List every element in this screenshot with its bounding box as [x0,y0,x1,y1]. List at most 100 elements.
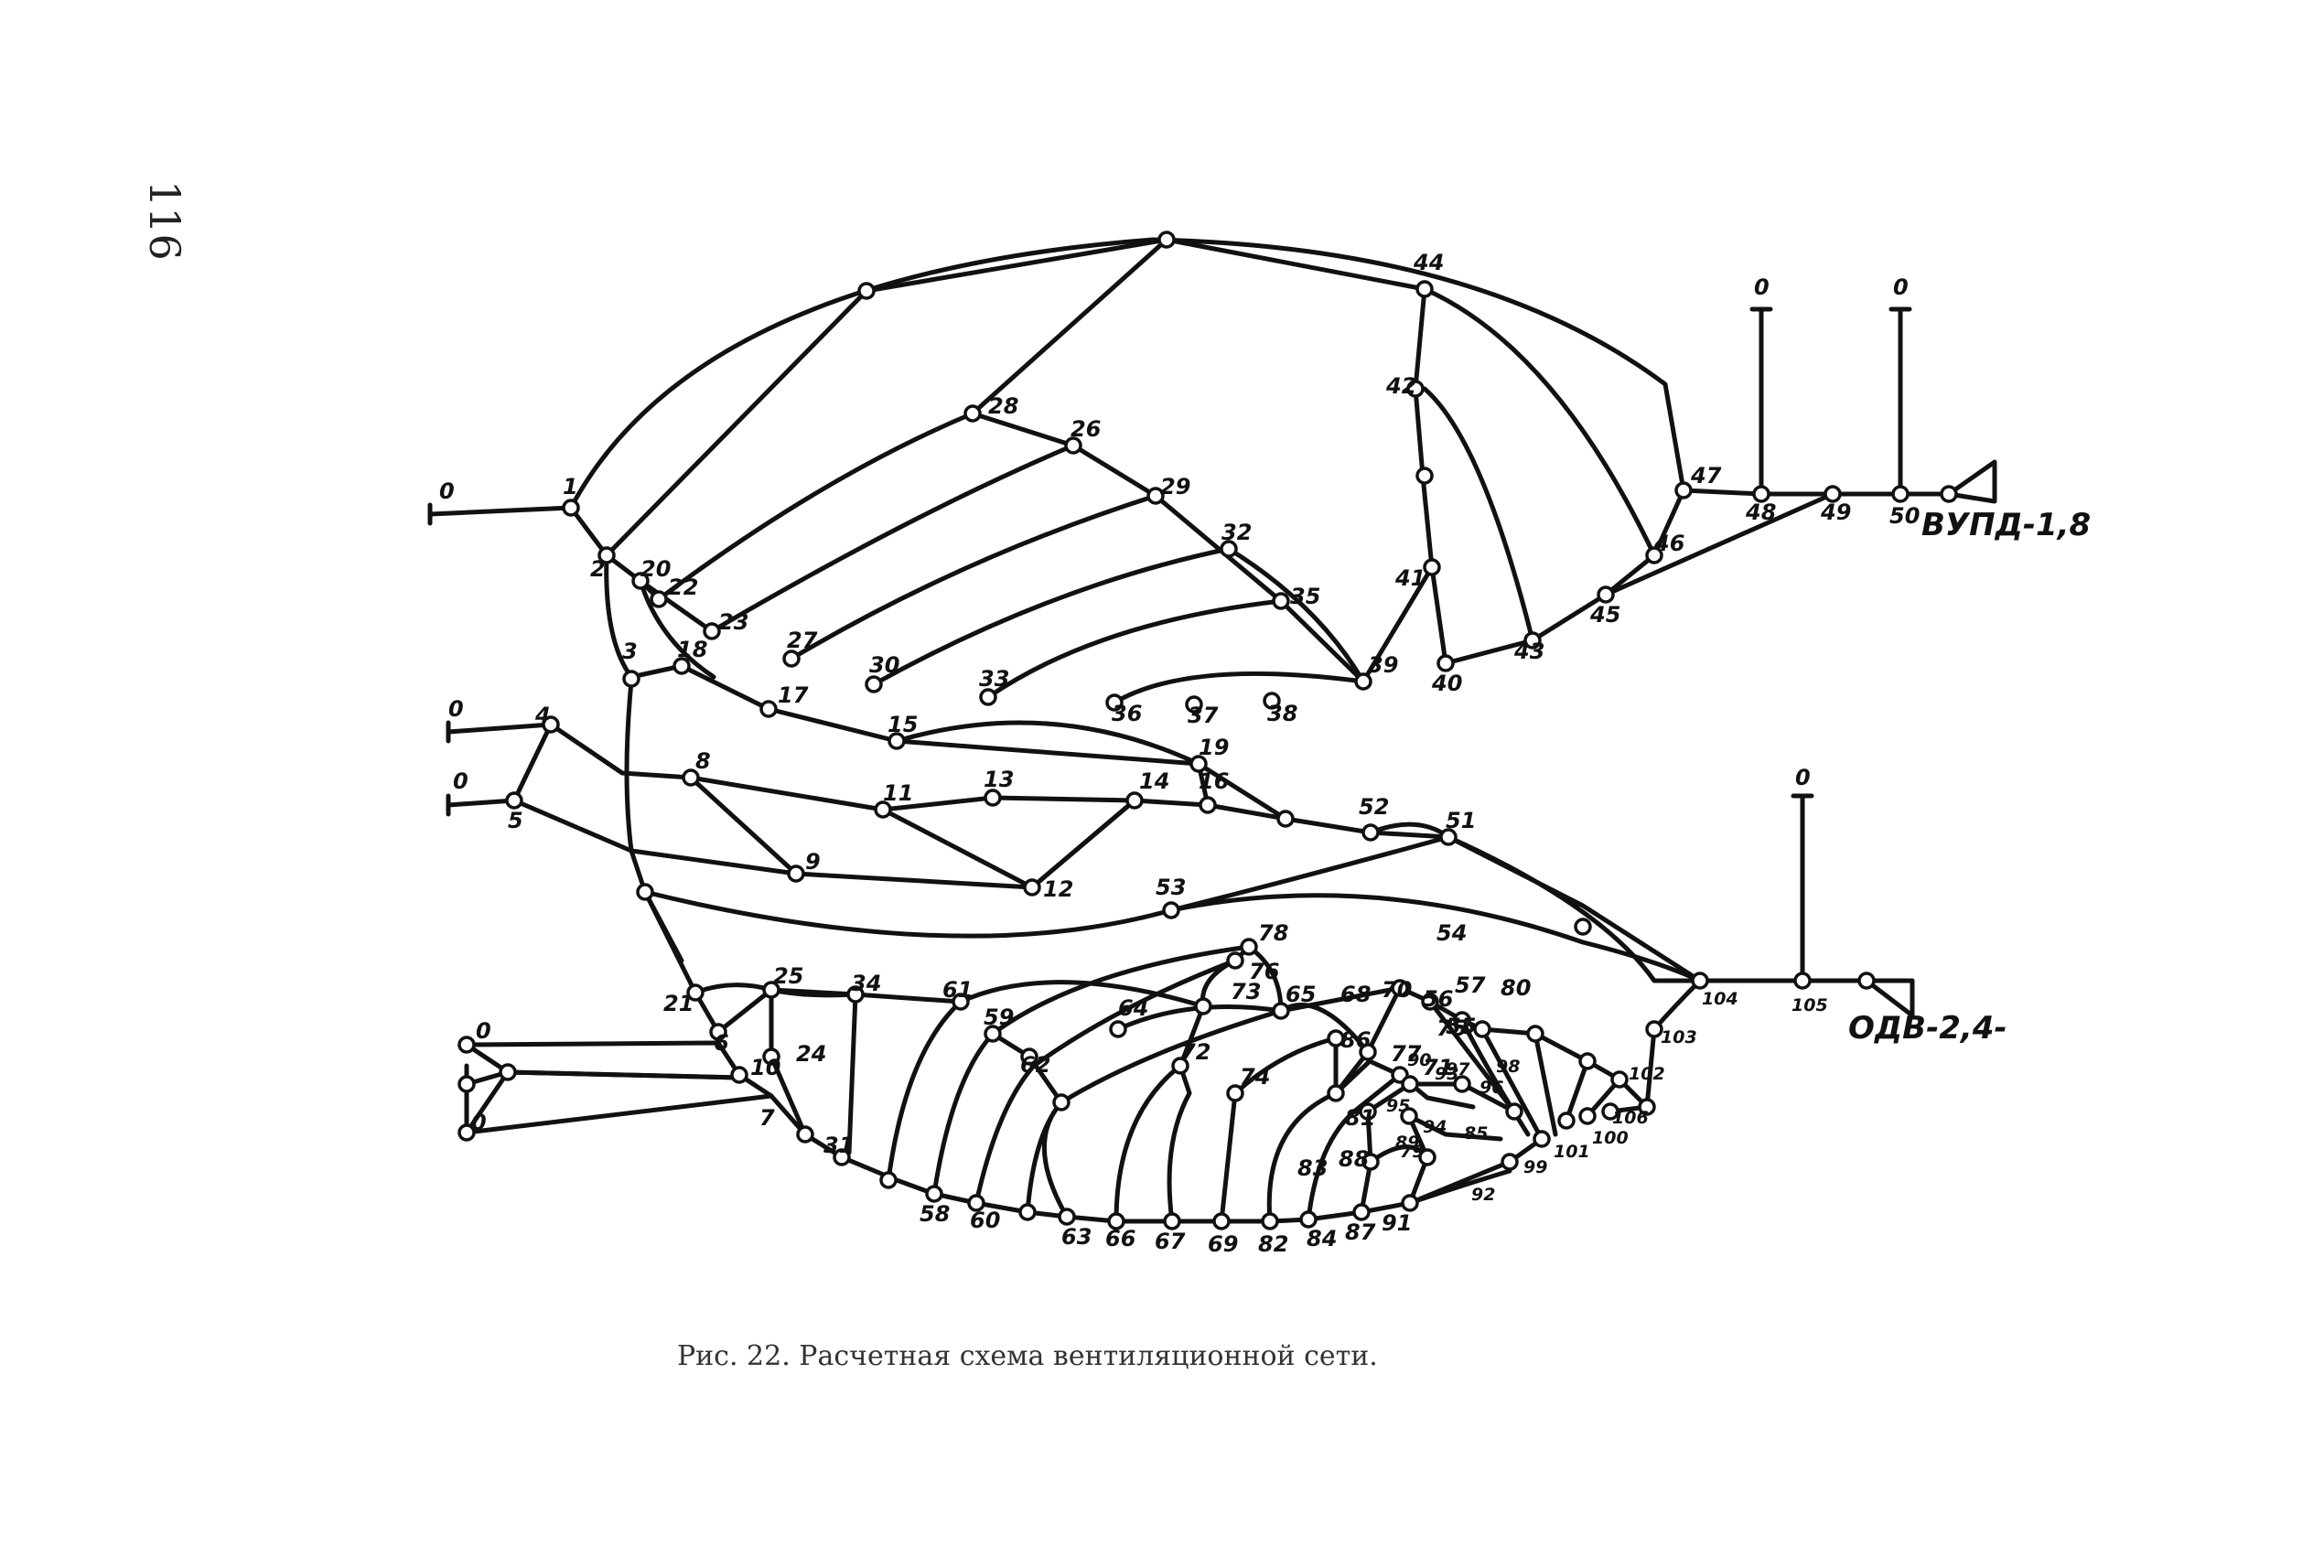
node-label: 71 [1423,1055,1453,1080]
node-label: 61 [942,977,973,1003]
edge [1479,1026,1544,1142]
edge [1219,1090,1238,1224]
node [1415,280,1434,298]
node-label: 88 [1339,1146,1369,1172]
node-label: 42 [1385,373,1416,399]
node-label: 106 [1612,1108,1649,1128]
node [1212,1212,1231,1230]
node-label: 31 [823,1133,854,1158]
edge [427,505,574,517]
node-label: 91 [1382,1210,1412,1236]
node [1526,1025,1544,1043]
node-label: 76 [1249,959,1279,984]
node [782,650,801,668]
node [1857,972,1876,990]
node-label: 63 [1061,1224,1092,1250]
node [597,546,616,564]
edge [446,722,1451,840]
node [1157,231,1176,249]
node [1018,1203,1037,1221]
node-label: 94 [1423,1117,1447,1137]
node-label: 80 [1501,975,1531,1001]
node [1240,938,1258,956]
edge [604,237,1169,558]
node-label: 45 [1589,602,1620,628]
node [1352,1203,1371,1221]
node [505,791,523,810]
edge [1603,491,1835,597]
node [865,675,883,693]
node-label: 54 [1436,920,1467,946]
node [1327,1029,1345,1047]
node [1052,1093,1071,1112]
node-label: 20 [640,556,671,582]
edge [1365,1081,1517,1114]
node [1354,672,1372,691]
edge [974,958,1238,1206]
node [1105,693,1124,712]
node-label: 17 [778,682,809,708]
node [686,983,705,1002]
node [542,715,560,734]
node [1610,1070,1629,1089]
node [1359,1043,1377,1061]
node-label: 39 [1368,652,1398,678]
edge [1112,671,1366,705]
edge [464,1069,742,1135]
node [631,572,650,590]
node-label: 33 [979,666,1009,692]
node [1226,951,1244,970]
node-label: 13 [984,767,1014,792]
node-label: 68 [1340,982,1371,1007]
node [846,985,865,1004]
node-label: 7 [759,1105,775,1131]
node-label: 101 [1554,1142,1590,1162]
node [1940,485,1958,503]
node-label: 0 [471,1110,487,1135]
node [1574,918,1592,936]
node [979,688,997,706]
node-label: 26 [1071,416,1101,442]
node [1793,972,1812,990]
node-label: 67 [1155,1229,1186,1254]
edge [1564,1058,1590,1123]
node-label: 52 [1359,794,1389,820]
node [759,700,778,718]
node-label: 16 [1199,768,1229,794]
node-label: 3 [622,639,638,664]
node-label: 73 [1231,979,1261,1004]
node-label: 40 [1431,671,1462,696]
node-label: 64 [1118,995,1148,1021]
node-label: 47 [1690,463,1722,489]
node-label: 21 [663,991,694,1016]
node [1400,1107,1418,1125]
node-label: 9 [805,849,821,875]
node-label: 95 [1386,1096,1410,1116]
node [1638,1098,1656,1116]
edge [1422,386,1535,643]
node-label: 81 [1345,1105,1375,1131]
node-label: 62 [1020,1052,1050,1078]
node-label: 0 [453,768,468,794]
edge [624,679,684,963]
node [1272,592,1290,610]
node-label: 0 [1754,274,1770,300]
node [1523,631,1542,650]
node [1501,1153,1519,1171]
fan-label-bottom: ОДВ-2,4- [1848,1010,2007,1047]
node [1597,585,1615,604]
node-label: 83 [1297,1155,1328,1181]
edge [970,237,1169,416]
node-label: 1 [563,474,578,499]
node [1406,380,1425,398]
node-label: 12 [1043,876,1073,902]
node [1194,997,1212,1015]
edge [846,992,858,1155]
node [1171,1057,1189,1075]
edge [679,663,1201,767]
node-labels: 0 0 0 0 0 0 0 0 1 2 3 4 5 6 7 8 9 10 11 … [439,250,1920,1257]
node [1645,1020,1663,1038]
node [1272,1002,1290,1020]
node-label: 46 [1653,531,1684,556]
node [1058,1208,1076,1226]
